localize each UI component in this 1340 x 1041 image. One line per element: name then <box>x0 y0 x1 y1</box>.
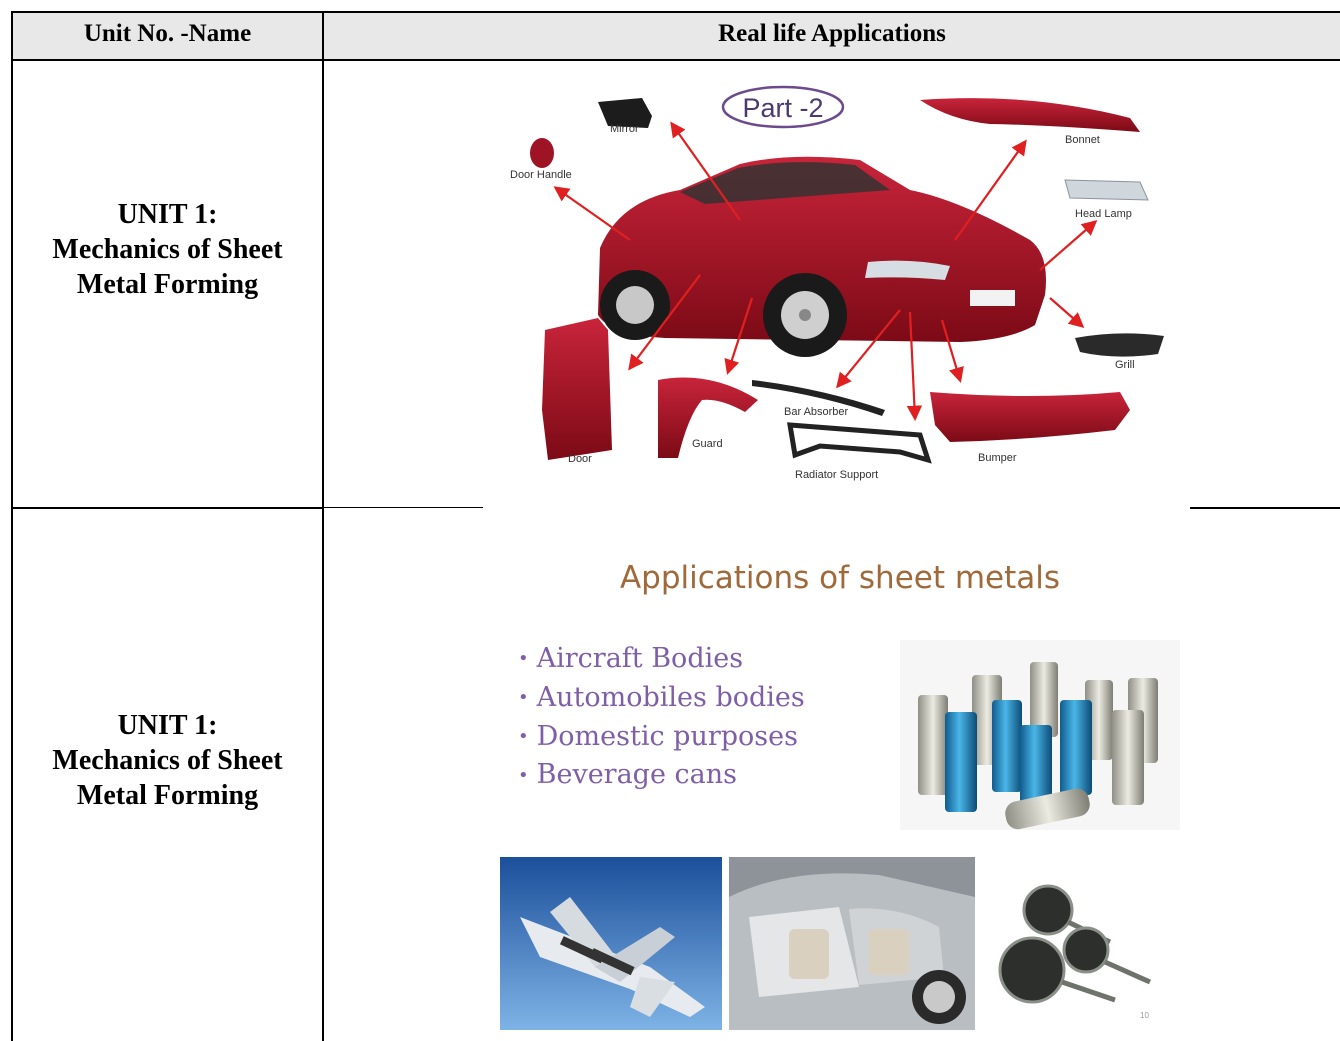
bullet-text: Automobiles bodies <box>536 681 805 713</box>
row1-unit-line3: Metal Forming <box>76 269 259 300</box>
grill-part <box>1075 333 1164 357</box>
table-header-border <box>11 59 1340 61</box>
beverage-cans-image <box>900 640 1180 830</box>
table-left-border <box>11 11 13 1041</box>
arrow-bumper <box>940 319 964 383</box>
label-head-lamp: Head Lamp <box>1075 208 1132 220</box>
door-handle-part <box>530 138 554 168</box>
label-door-handle: Door Handle <box>510 169 572 181</box>
label-mirror: Mirror <box>610 123 639 135</box>
bar-absorber-part <box>752 380 885 416</box>
bullet-item: •Domestic purposes <box>518 720 798 752</box>
label-door: Door <box>568 453 592 465</box>
door-part <box>542 318 612 460</box>
radiator-support-part <box>787 422 932 464</box>
row1-unit-line1: UNIT 1: <box>117 199 218 230</box>
bullet-item: •Beverage cans <box>518 759 737 791</box>
arrow-bonnet <box>954 139 1027 241</box>
label-radiator-support: Radiator Support <box>795 469 878 481</box>
car-parts-diagram: Part -2 Mirror Door Handle Bonnet Head L… <box>510 85 1164 481</box>
table-row1-border-left <box>11 507 323 509</box>
slide-page-number: 10 <box>1140 1011 1149 1020</box>
arrow-head-lamp <box>1039 219 1098 271</box>
row2-unit-line3: Metal Forming <box>76 780 259 811</box>
aircraft-image <box>500 857 722 1030</box>
table-row1-border-right-a <box>323 507 483 508</box>
label-guard: Guard <box>692 438 723 450</box>
label-grill: Grill <box>1115 359 1135 371</box>
bullet-text: Aircraft Bodies <box>536 643 744 674</box>
slide-bullet-list: •Aircraft Bodies •Automobiles bodies •Do… <box>518 640 805 795</box>
label-bar-absorber: Bar Absorber <box>784 406 849 418</box>
part-badge-text: Part -2 <box>742 93 823 123</box>
domestic-pans-image: 10 <box>990 870 1165 1020</box>
label-bonnet: Bonnet <box>1065 134 1100 146</box>
slide-title: Applications of sheet metals <box>619 560 1061 596</box>
column-header-unit: Unit No. -Name <box>83 20 252 47</box>
arrow-grill <box>1049 297 1085 329</box>
table-column-divider <box>322 11 324 1041</box>
row1-unit-name: UNIT 1: Mechanics of Sheet Metal Forming <box>13 197 322 302</box>
row2-unit-line2: Mechanics of Sheet <box>52 745 283 776</box>
guard-part <box>658 377 758 458</box>
head-lamp-part <box>1064 179 1149 201</box>
part-badge-oval <box>721 85 845 129</box>
bonnet-part <box>920 98 1140 132</box>
arrow-radiator-support <box>906 311 923 422</box>
bullet-text: Domestic purposes <box>536 720 798 752</box>
table-top-border <box>11 11 1340 13</box>
row2-unit-name: UNIT 1: Mechanics of Sheet Metal Forming <box>13 708 322 813</box>
bumper-part <box>930 392 1130 442</box>
arrow-door <box>628 274 701 371</box>
car-body <box>598 156 1046 357</box>
mirror-part <box>598 98 652 128</box>
car-interior-image <box>729 857 975 1030</box>
bullet-item: •Automobiles bodies <box>518 681 805 713</box>
row1-unit-line2: Mechanics of Sheet <box>52 234 283 265</box>
table-header-row <box>13 13 1340 59</box>
arrow-guard <box>724 297 754 375</box>
bullet-text: Beverage cans <box>536 759 737 791</box>
label-bumper: Bumper <box>978 452 1017 464</box>
row2-unit-line1: UNIT 1: <box>117 710 218 741</box>
table-row1-border-right-b <box>1190 507 1340 509</box>
arrow-bar-absorber <box>836 309 901 389</box>
arrow-door-handle <box>553 186 631 241</box>
bullet-item: •Aircraft Bodies <box>518 643 744 674</box>
arrow-mirror <box>670 121 741 221</box>
column-header-applications: Real life Applications <box>718 20 946 47</box>
